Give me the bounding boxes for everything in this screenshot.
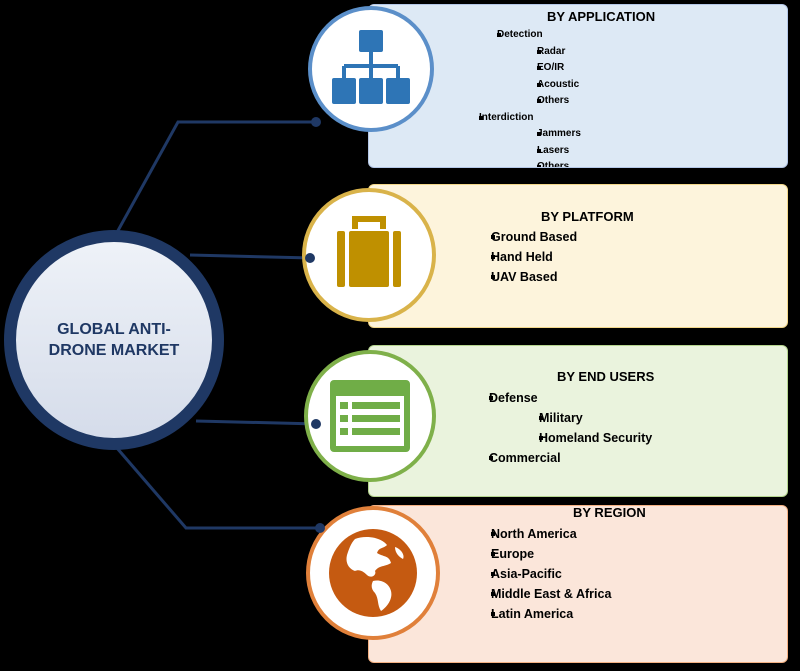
list-item: Middle East & Africa <box>477 584 611 604</box>
list-item: Europe <box>477 544 611 564</box>
platform-list: Ground Based Hand Held UAV Based <box>369 227 577 287</box>
list-item: Others <box>527 159 581 167</box>
list-item: Latin America <box>477 604 611 624</box>
platform-panel: BY PLATFORM Ground Based Hand Held UAV B… <box>368 184 788 328</box>
list-item: UAV Based <box>479 267 577 287</box>
platform-title: BY PLATFORM <box>541 209 634 224</box>
list-item: Ground Based <box>479 227 577 247</box>
list-item: Military <box>525 408 652 428</box>
connector-dot <box>305 253 315 263</box>
list-item: Hand Held <box>479 247 577 267</box>
briefcase-icon <box>337 216 401 287</box>
hub-title: GLOBAL ANTI-DRONE MARKET <box>48 321 180 359</box>
end-users-title: BY END USERS <box>557 369 655 384</box>
list-item: Defense <box>477 388 652 408</box>
application-panel: BY APPLICATION Detection Radar EO/IR Aco… <box>368 4 788 168</box>
list-item: Radar <box>527 44 581 61</box>
list-item: EO/IR <box>527 60 581 77</box>
application-title: BY APPLICATION <box>547 9 656 24</box>
end-users-icon-circle <box>304 350 436 482</box>
list-item: Others <box>527 93 581 110</box>
list-window-icon <box>330 380 410 452</box>
region-list: North America Europe Asia-Pacific Middle… <box>369 524 611 624</box>
platform-icon-circle <box>302 188 436 322</box>
org-chart-icon <box>332 30 410 104</box>
center-hub: GLOBAL ANTI-DRONE MARKET <box>4 230 224 450</box>
region-icon-circle <box>306 506 440 640</box>
end-users-list: Defense Military Homeland Security Comme… <box>369 388 652 468</box>
list-item: Homeland Security <box>525 428 652 448</box>
list-item: North America <box>477 524 611 544</box>
connector-dot <box>311 419 321 429</box>
application-icon-circle <box>308 6 434 132</box>
end-users-panel: BY END USERS Defense Military Homeland S… <box>368 345 788 497</box>
list-item: Acoustic <box>527 77 581 94</box>
region-panel: BY REGION North America Europe Asia-Paci… <box>368 505 788 663</box>
list-item: Interdiction <box>469 110 581 127</box>
application-list: Detection Radar EO/IR Acoustic Others In… <box>369 27 581 167</box>
list-item: Detection <box>487 27 581 44</box>
globe-icon <box>329 529 417 617</box>
list-item: Asia-Pacific <box>477 564 611 584</box>
list-item: Commercial <box>477 448 652 468</box>
region-title: BY REGION <box>573 505 646 520</box>
list-item: Lasers <box>527 143 581 160</box>
list-item: Jammers <box>527 126 581 143</box>
connector-dot <box>315 523 325 533</box>
connector-dot <box>311 117 321 127</box>
